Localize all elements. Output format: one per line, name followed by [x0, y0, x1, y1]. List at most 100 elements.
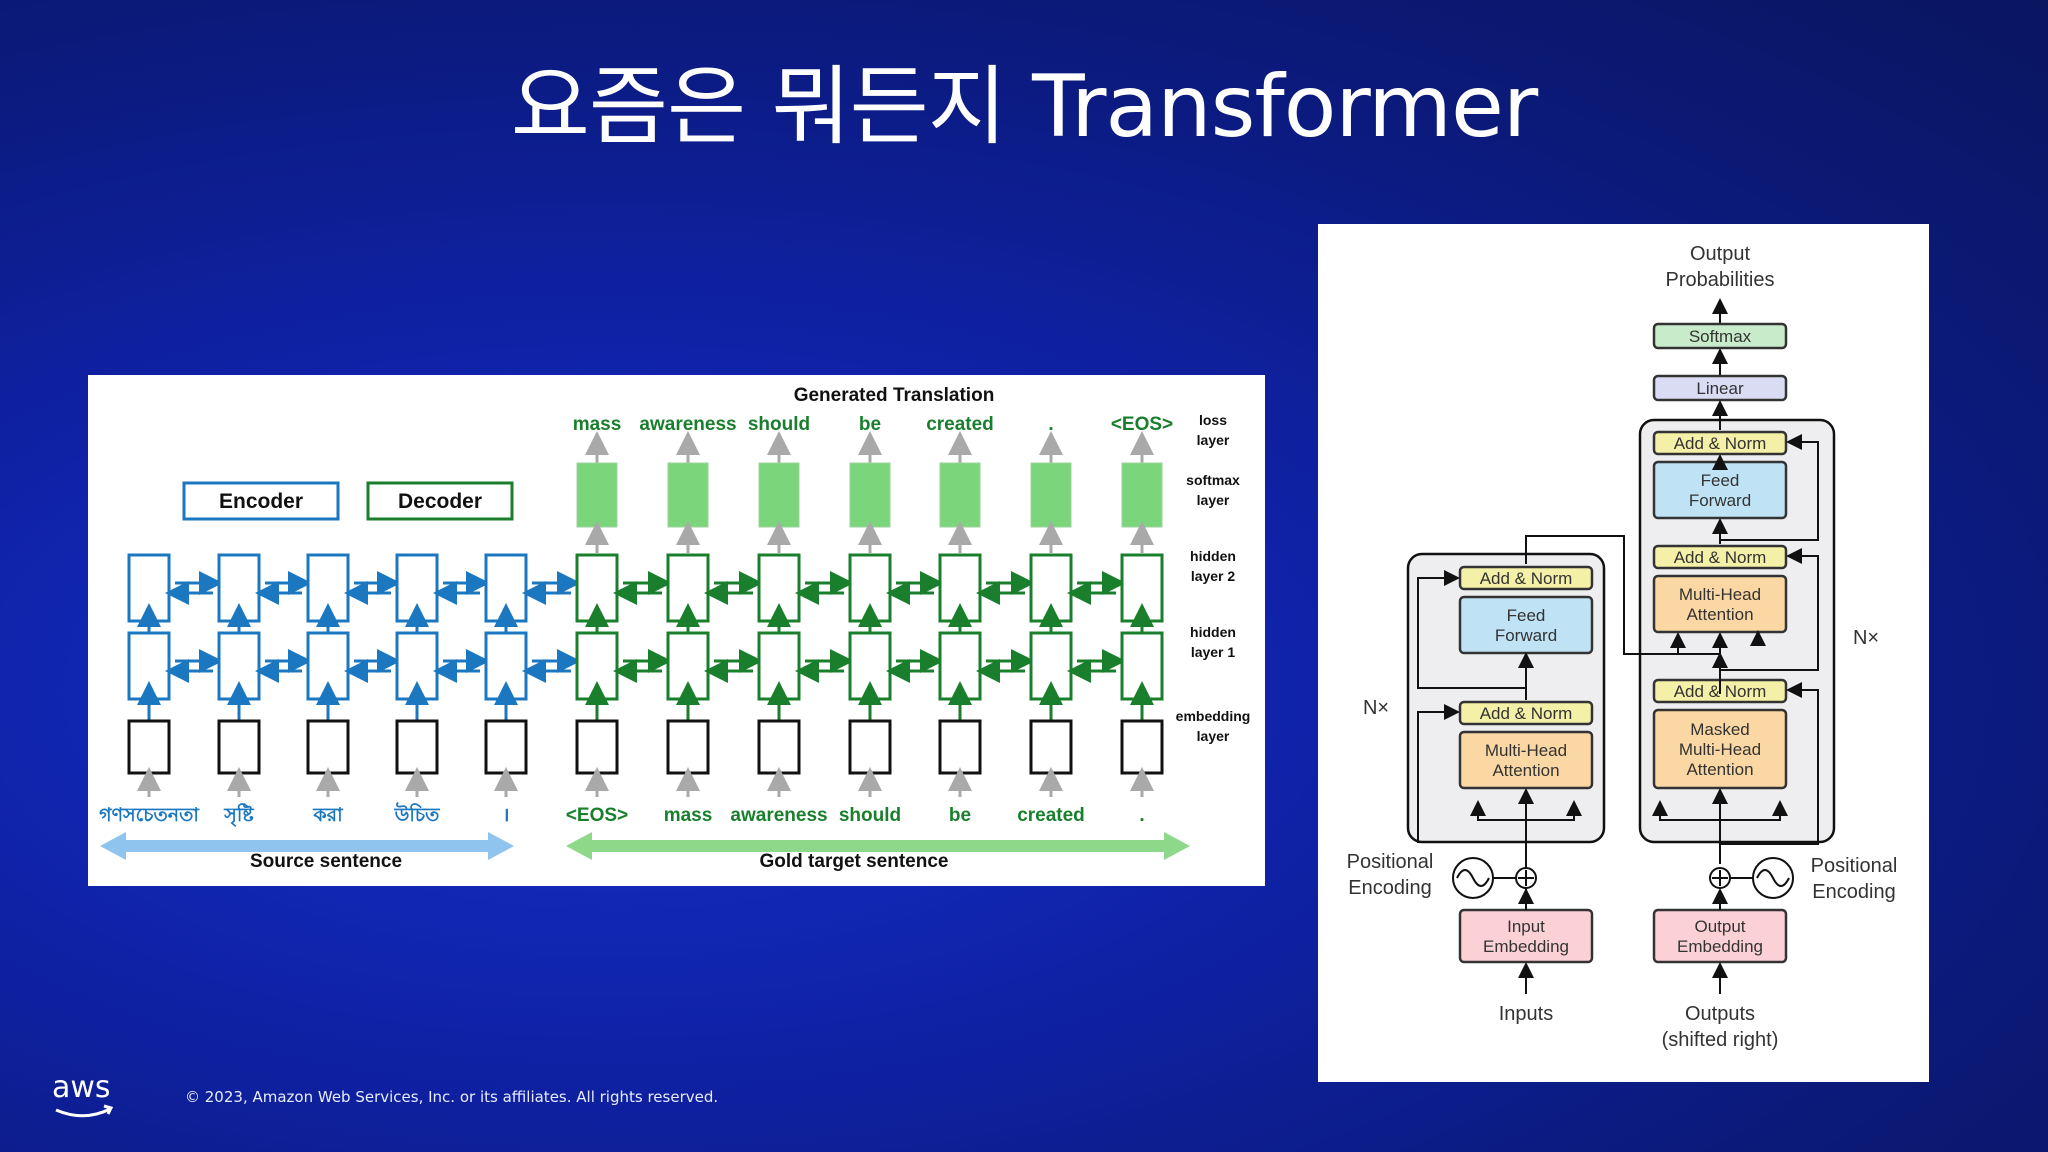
source-word: গণসচেতনতা — [99, 805, 200, 826]
target-word: created — [1017, 805, 1085, 826]
softmax-cell — [849, 462, 891, 528]
target-word: be — [949, 805, 971, 826]
softmax-cell — [576, 462, 618, 528]
encoder-legend-label: Encoder — [219, 490, 303, 513]
hidden-cell — [1120, 553, 1164, 623]
softmax-cell — [667, 462, 709, 528]
hidden-cell — [938, 631, 982, 701]
encoder-add-norm-2-box — [1458, 565, 1594, 591]
enc-branch — [1470, 800, 1526, 821]
source-word: সৃষ্টি — [223, 803, 254, 827]
outputs-label: Outputs(shifted right) — [1662, 1003, 1779, 1051]
rnn-title: Generated Translation — [794, 385, 995, 406]
residual-3 — [1720, 434, 1819, 541]
hidden-cell — [127, 553, 171, 623]
linear-label: Linear — [1696, 379, 1744, 398]
output-word: mass — [573, 414, 622, 435]
target-sentence-caption: Gold target sentence — [760, 851, 949, 872]
target-word: <EOS> — [566, 805, 628, 826]
source-word: । — [502, 805, 509, 826]
rnn-translation-diagram: Generated Translation Encoder Decoder ma… — [88, 375, 1265, 886]
masked-input-branch — [1720, 800, 1788, 821]
source-span-arrow — [100, 832, 514, 860]
encoder-add-norm-1-box — [1458, 700, 1594, 726]
decoder-legend-box — [366, 481, 514, 521]
enc-residual-1 — [1417, 704, 1526, 843]
target-word: awareness — [730, 805, 827, 826]
hidden-cell — [575, 553, 619, 623]
output-word: awareness — [639, 414, 736, 435]
softmax-cell — [939, 462, 981, 528]
embedding-cell — [484, 719, 528, 775]
hidden-cell — [848, 553, 892, 623]
embedding-cell — [1029, 719, 1073, 775]
embedding-cell — [306, 719, 350, 775]
source-word: করা — [312, 805, 344, 826]
softmax-cell — [758, 462, 800, 528]
hidden-cell — [484, 553, 528, 623]
target-word: should — [839, 805, 901, 826]
encoder-add-norm-2-label: Add & Norm — [1480, 569, 1573, 588]
hidden-cell — [217, 553, 261, 623]
plus-icon — [1712, 870, 1728, 886]
hidden-cell — [1029, 553, 1073, 623]
target-word: mass — [664, 805, 713, 826]
output-word: should — [748, 414, 810, 435]
sine-wave-icon — [1756, 869, 1790, 887]
inputs-label: Inputs — [1499, 1003, 1553, 1025]
decoder-add-norm-3-label: Add & Norm — [1674, 434, 1767, 453]
embedding-cell — [757, 719, 801, 775]
output-word: be — [859, 414, 881, 435]
decoder-nx-label: N× — [1853, 627, 1879, 649]
decoder-legend-label: Decoder — [398, 490, 482, 513]
source-sentence-caption: Source sentence — [250, 851, 402, 872]
hidden-cell — [1029, 631, 1073, 701]
hidden-cell — [306, 553, 350, 623]
embedding-cell — [938, 719, 982, 775]
embedding-cell — [666, 719, 710, 775]
embedding-cell — [395, 719, 439, 775]
slide-title: 요즘은 뭐든지 Transformer — [510, 57, 1538, 157]
hidden-cell — [757, 553, 801, 623]
embedding-cell — [575, 719, 619, 775]
output-word: <EOS> — [1111, 414, 1173, 435]
residual-2 — [1720, 548, 1819, 671]
embedding-cell — [127, 719, 171, 775]
hidden-cell — [848, 631, 892, 701]
decoder-add-norm-2-label: Add & Norm — [1674, 548, 1767, 567]
embedding-cell — [848, 719, 892, 775]
hidden-cell — [575, 631, 619, 701]
source-word: উচিত — [394, 802, 440, 826]
hidden-cell — [484, 631, 528, 701]
plus-icon — [1518, 870, 1534, 886]
hidden-cell — [395, 631, 439, 701]
hidden-cell — [666, 631, 710, 701]
output-word: . — [1048, 414, 1053, 435]
hidden-cell — [395, 553, 439, 623]
softmax-cell — [1030, 462, 1072, 528]
embedding-cell — [1120, 719, 1164, 775]
sine-wave-icon — [1456, 869, 1490, 887]
softmax-cell — [1121, 462, 1163, 528]
aws-smile-icon — [55, 1104, 114, 1118]
hidden-cell — [666, 553, 710, 623]
encoder-add-norm-1-label: Add & Norm — [1480, 704, 1573, 723]
encoder-legend-box — [182, 481, 340, 521]
hidden-cell — [127, 631, 171, 701]
